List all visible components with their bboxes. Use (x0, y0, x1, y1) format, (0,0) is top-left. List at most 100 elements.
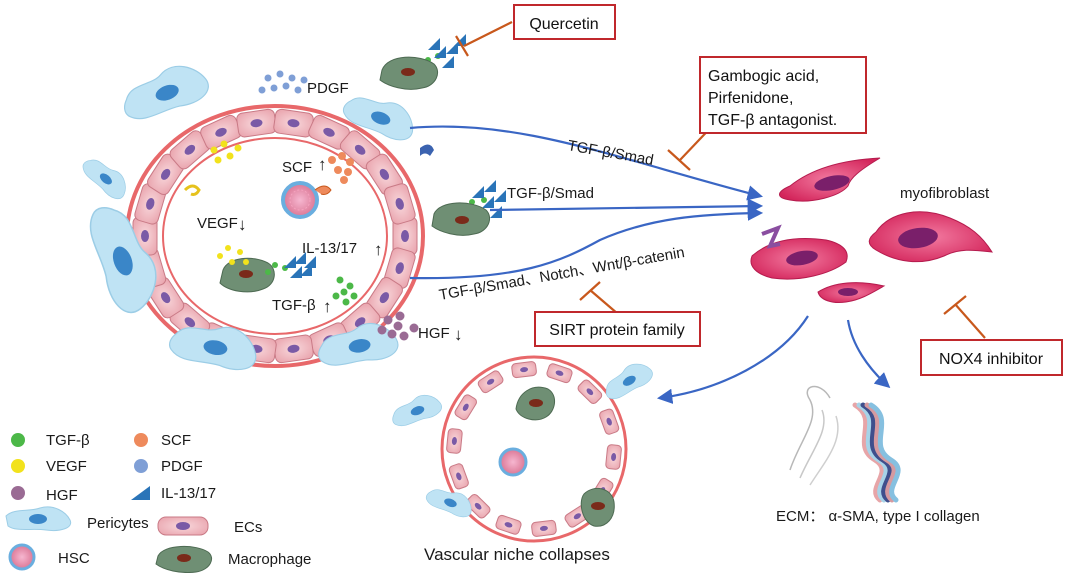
quercetin-inhibitor-cap (455, 35, 469, 57)
endothelial-cell (511, 361, 537, 379)
legend-scf-icon (134, 433, 148, 447)
ecm-collagen (789, 385, 901, 503)
gambogic-box: Gambogic acid, Pirfenidone, TGF-β antago… (699, 56, 867, 134)
gambogic-line3: TGF-β antagonist. (708, 112, 837, 129)
vegf-receptor-icon (183, 184, 201, 196)
il1317-up-arrow: ↑ (374, 240, 383, 259)
macrophage-middle (431, 202, 490, 236)
collapsed-ec-group (446, 361, 622, 537)
hsc-collapsed (498, 447, 528, 477)
legend-pdgf-label: PDGF (161, 458, 203, 475)
pathway-arrow-1 (409, 125, 763, 201)
gambogic-line1: Gambogic acid, (708, 68, 819, 85)
vessel-inner-ring (162, 137, 388, 335)
legend-vegf-icon (11, 459, 25, 473)
endothelial-cell (531, 519, 557, 537)
molecule-clusters (210, 34, 506, 341)
legend-il1317-icon (131, 486, 150, 500)
collapse-arrow (656, 315, 809, 404)
legend-hsc-icon (8, 543, 36, 571)
tgfb-up-arrow: ↑ (323, 297, 332, 316)
pericytes-group (82, 65, 414, 371)
myofibroblast-cell-1 (779, 157, 881, 202)
scf-receptor-icon (314, 185, 332, 195)
ecm-arrow (846, 319, 891, 389)
pericyte-cell (82, 159, 126, 200)
legend-hsc-label: HSC (58, 550, 90, 567)
endothelial-cell (454, 394, 477, 421)
endothelial-cell (477, 370, 504, 394)
endothelial-cell (147, 153, 185, 196)
legend-ec-icon (157, 516, 209, 536)
vegf-label: VEGF (197, 215, 238, 232)
scf-up-arrow: ↑ (318, 155, 327, 174)
legend-hgf-icon (11, 486, 25, 500)
receptor-icon (420, 144, 434, 156)
il1317-label: IL-13/17 (302, 240, 357, 257)
vascular-collapse-label: Vascular niche collapses (424, 545, 610, 564)
legend-macrophage-icon (155, 546, 212, 573)
tgfb-label: TGF-β (272, 297, 316, 314)
endothelial-cell (383, 183, 416, 225)
pericyte-cell (342, 97, 414, 141)
macrophage-top (379, 56, 438, 90)
endothelial-cell (546, 363, 573, 384)
sirt-inhibitor-cap (579, 281, 601, 301)
nox4-inhibitor-line (954, 303, 986, 339)
pericyte-cell (169, 326, 257, 371)
pericyte-cell (318, 323, 399, 366)
collapsed-vessel-ring (440, 355, 628, 543)
nox4-inhibitor-cap (943, 295, 967, 315)
endothelial-cell (383, 247, 416, 289)
myofibroblast-label: myofibroblast (900, 185, 990, 202)
endothelial-cell (134, 183, 167, 225)
pericyte-cell (392, 394, 442, 427)
pathway-arrows (409, 125, 891, 404)
legend-pdgf-icon (134, 459, 148, 473)
pathway-label-1: TGF-β/Smad (566, 137, 655, 169)
sirt-label: SIRT protein family (549, 322, 684, 339)
nox4-box: NOX4 inhibitor (920, 339, 1063, 376)
macrophage-in-vessel (219, 257, 275, 293)
gambogic-line2: Pirfenidone, (708, 90, 793, 107)
legend-scf-label: SCF (161, 432, 191, 449)
endothelial-cell (200, 114, 242, 150)
gambogic-inhibitor-cap (667, 149, 691, 171)
quercetin-inhibitor-line (463, 21, 513, 47)
sirt-box: SIRT protein family (534, 311, 701, 347)
endothelial-cell (448, 463, 469, 490)
legend-pericytes-label: Pericytes (87, 515, 149, 532)
macrophage-collapsed (515, 386, 555, 421)
nox4-label: NOX4 inhibitor (939, 351, 1044, 368)
myofibroblast-cell-2 (868, 211, 993, 263)
pericyte-cell (123, 65, 209, 120)
endothelial-cell (273, 334, 314, 364)
legend: TGF-β VEGF HGF SCF PDGF IL-13/17 Pericyt… (5, 432, 311, 573)
macrophage-outside (580, 487, 615, 527)
collapsed-vessel (440, 355, 628, 543)
scf-label: SCF (282, 159, 312, 176)
myofibroblast-receptor-icon (761, 224, 782, 249)
pathway-label-2: TGF-β/Smad (507, 185, 594, 202)
endothelial-cell (446, 428, 463, 454)
vegf-down-arrow: ↓ (238, 215, 247, 234)
pericytes-small-group (392, 363, 653, 518)
pericyte-cell (89, 206, 157, 314)
legend-tgfb-label: TGF-β (46, 432, 90, 449)
legend-ecs-label: ECs (234, 519, 262, 536)
endothelial-cell (605, 444, 622, 470)
sirt-inhibitor-line (589, 289, 619, 315)
quercetin-label: Quercetin (529, 16, 598, 33)
endothelial-cell (273, 108, 314, 138)
inhibitor-bars (455, 21, 986, 339)
legend-vegf-label: VEGF (46, 458, 87, 475)
myofibroblast-cell-4 (817, 282, 886, 303)
endothelial-cell (147, 276, 185, 319)
endothelial-cell (465, 494, 491, 519)
hgf-down-arrow: ↓ (454, 325, 463, 344)
legend-tgfb-icon (11, 433, 25, 447)
pathway-label-3: TGF-β/Smad、Notch、Wnt/β-catenin (438, 244, 686, 304)
endothelial-cell (495, 514, 522, 535)
myofibroblasts (750, 157, 993, 303)
